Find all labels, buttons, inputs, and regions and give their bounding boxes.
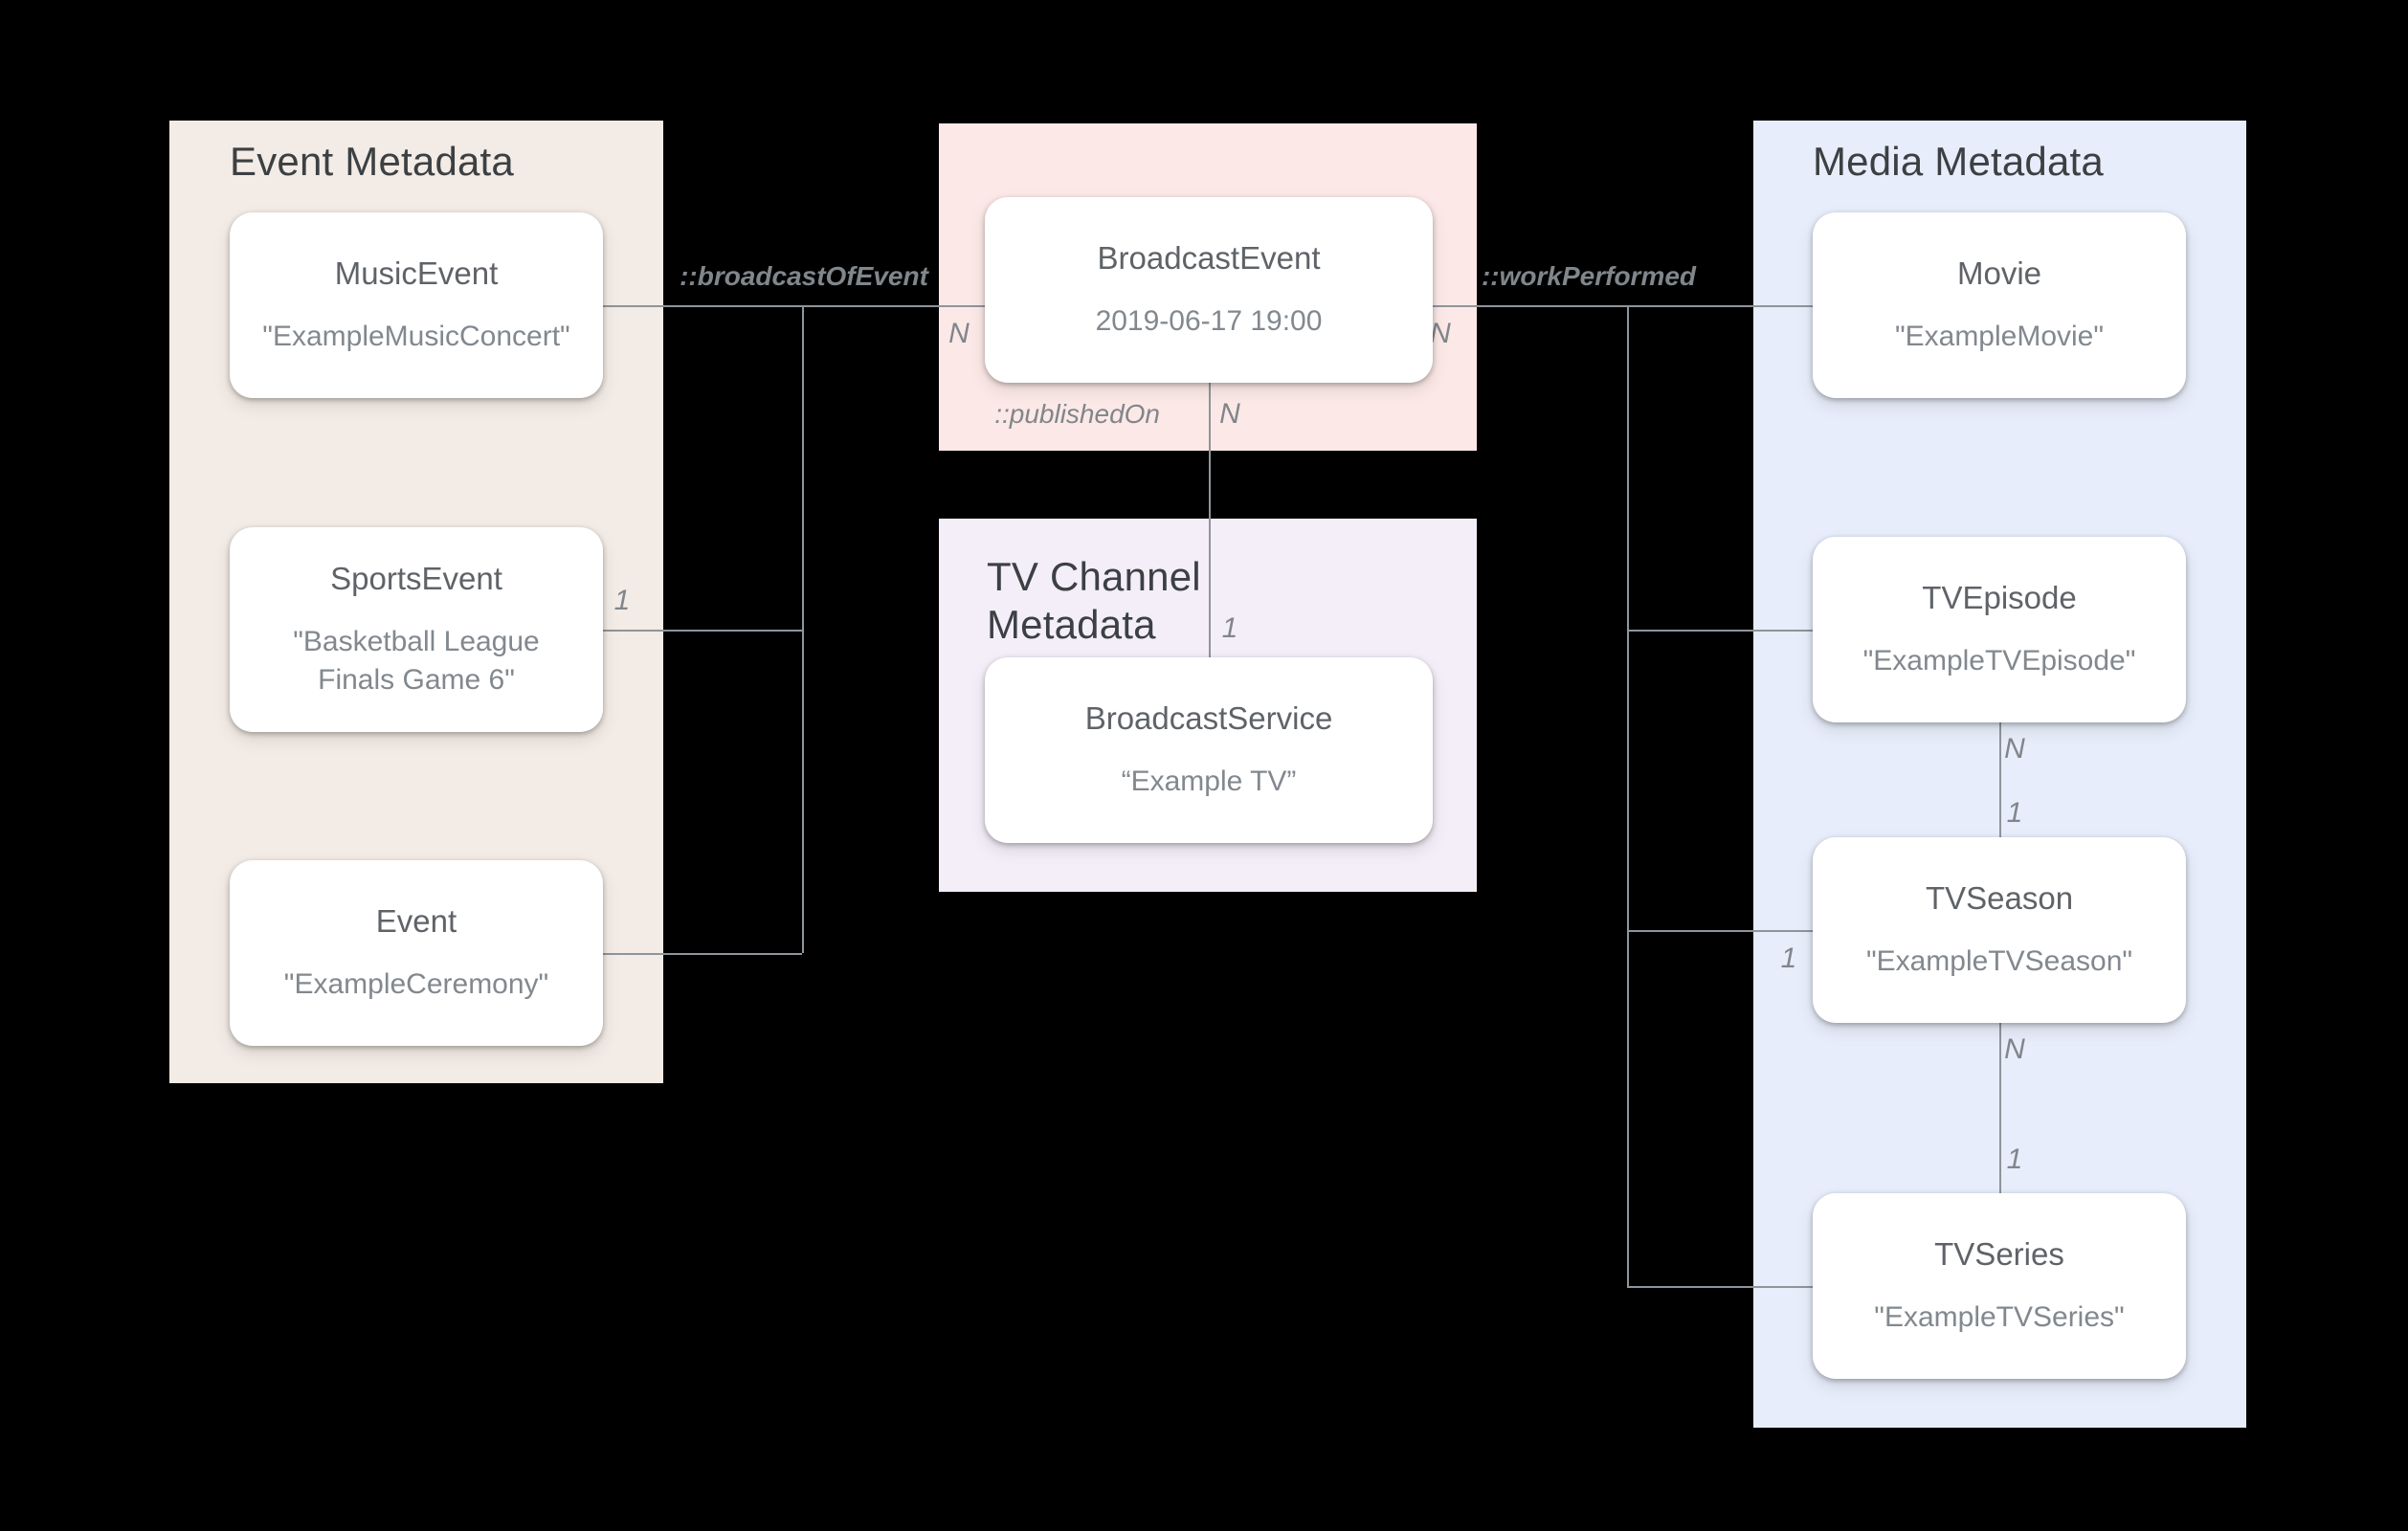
card-title: MusicEvent [334,255,499,291]
connector-tvseries-branch [1627,1286,1813,1288]
connector-tvseason-tvseries [1999,1023,2001,1193]
connector-event-trunk [802,305,804,953]
panel-title-event-metadata: Event Metadata [230,139,514,184]
card-title: BroadcastEvent [1097,240,1321,276]
card-subtitle: “Example TV” [1121,766,1297,797]
card-movie: Movie "ExampleMovie" [1813,212,2186,398]
card-subtitle: "ExampleTVSeries" [1874,1301,2125,1333]
relation-label-work-performed: ::workPerformed [1481,261,1697,291]
card-title: BroadcastService [1084,700,1333,736]
panel-title-tv-channel-metadata: TV Channel Metadata [987,554,1201,647]
connector-broadcastevent-broadcastservice [1209,383,1211,657]
connector-broadcastevent-movie [1433,305,1813,307]
card-title: SportsEvent [330,561,502,596]
cardinality-publishedon-n: N [1219,398,1240,430]
card-tv-series: TVSeries "ExampleTVSeries" [1813,1193,2186,1379]
cardinality-publishedon-one: 1 [1221,612,1238,644]
relation-label-published-on: ::publishedOn [994,399,1160,429]
card-tv-episode: TVEpisode "ExampleTVEpisode" [1813,537,2186,722]
card-subtitle: 2019-06-17 19:00 [1095,305,1323,337]
card-tv-season: TVSeason "ExampleTVSeason" [1813,837,2186,1023]
card-title: TVSeason [1925,880,2074,916]
card-music-event: MusicEvent "ExampleMusicConcert" [230,212,603,398]
connector-media-trunk [1627,305,1629,1286]
cardinality-sportsevent-one: 1 [613,585,631,616]
connector-tvepisode-tvseason [1999,722,2001,837]
connector-event-branch [603,953,802,955]
panel-title-media-metadata: Media Metadata [1813,139,2104,184]
card-sports-event: SportsEvent "Basketball League Finals Ga… [230,527,603,732]
card-event: Event "ExampleCeremony" [230,860,603,1046]
connector-sportsevent-branch [603,630,802,632]
card-subtitle: "ExampleTVSeason" [1865,945,2133,977]
cardinality-tvseason-left-one: 1 [1780,943,1797,974]
card-subtitle: "ExampleMovie" [1894,321,2105,352]
card-broadcast-event: BroadcastEvent 2019-06-17 19:00 [985,197,1433,383]
connector-tvepisode-branch [1627,630,1813,632]
connector-musicevent-broadcastevent [603,305,985,307]
cardinality-broadcastevent-left-n: N [948,318,970,349]
card-subtitle: "ExampleMusicConcert" [262,321,570,352]
card-title: Movie [1956,255,2042,291]
cardinality-episode-season-n: N [2004,733,2025,765]
card-broadcast-service: BroadcastService “Example TV” [985,657,1433,843]
cardinality-episode-season-one: 1 [2006,797,2023,829]
cardinality-workperformed-n: N [1430,318,1451,349]
relation-label-broadcast-of-event: ::broadcastOfEvent [680,261,928,291]
card-subtitle: "ExampleTVEpisode" [1862,645,2136,677]
card-subtitle: "ExampleCeremony" [283,968,549,1000]
cardinality-season-series-n: N [2004,1033,2025,1065]
card-title: Event [375,903,457,939]
card-title: TVEpisode [1922,580,2077,615]
cardinality-season-series-one: 1 [2006,1143,2023,1175]
card-subtitle: "Basketball League Finals Game 6" [293,626,540,696]
card-title: TVSeries [1934,1236,2064,1272]
connector-tvseason-branch [1627,930,1813,932]
